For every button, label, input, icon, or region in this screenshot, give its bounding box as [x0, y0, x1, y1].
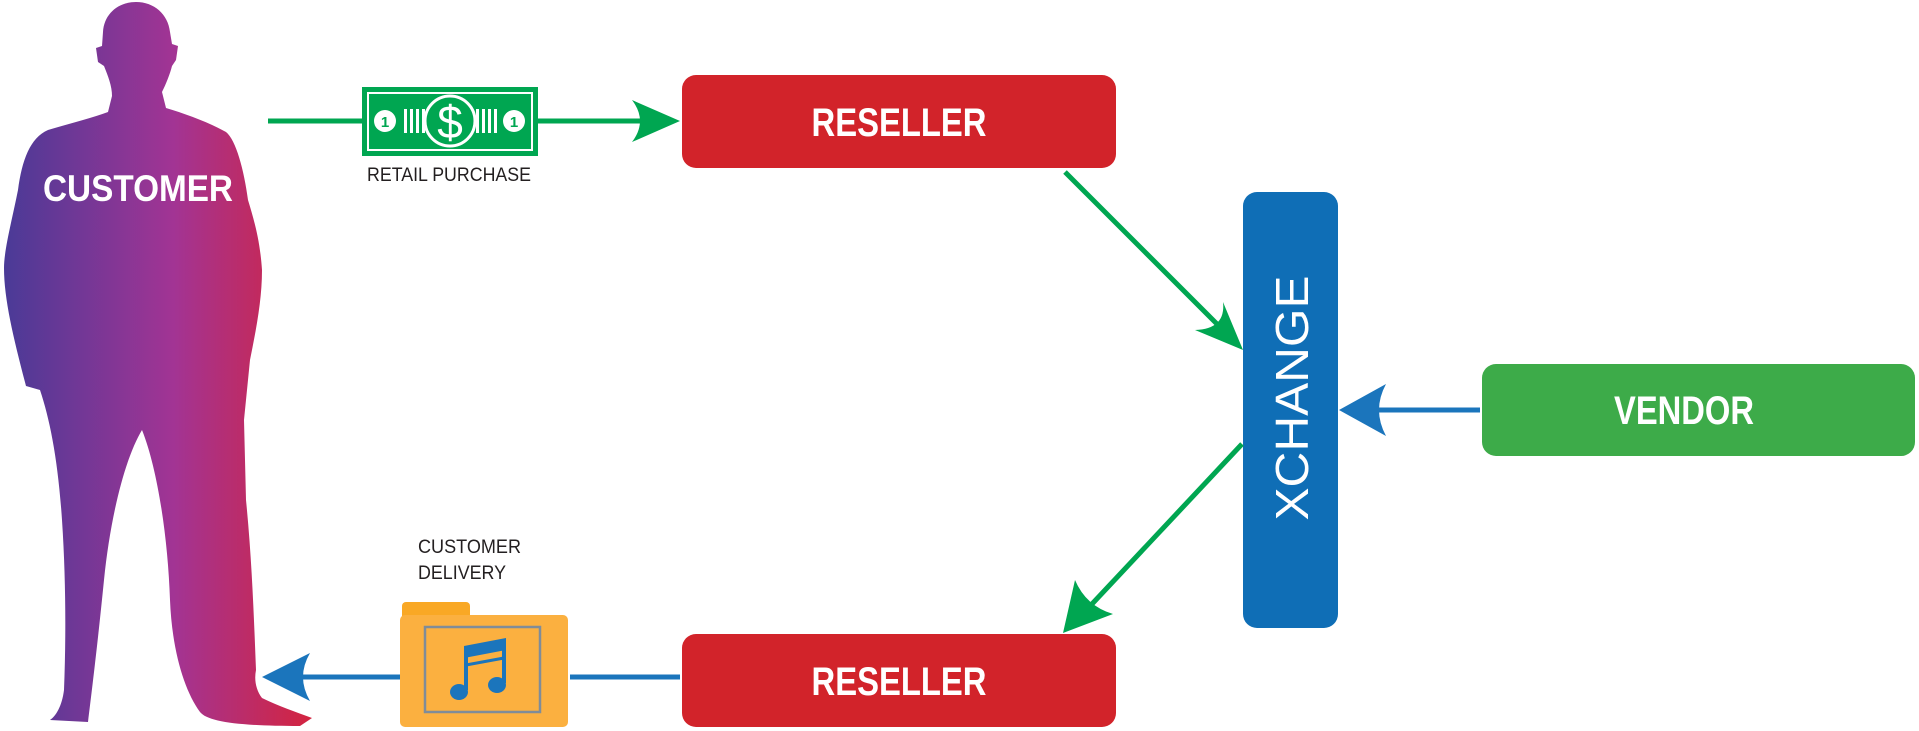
customer-silhouette: [4, 2, 312, 726]
customer-delivery-arrow: [262, 653, 680, 701]
reseller-top-label: RESELLER: [812, 101, 987, 145]
music-folder-icon: [400, 602, 568, 727]
vendor-box: [1482, 364, 1915, 456]
arrowhead-down-right-icon: [1195, 302, 1243, 350]
xchange-label: XCHANGE: [1266, 276, 1318, 521]
customer-node: CUSTOMER: [4, 2, 312, 726]
reseller-to-xchange-arrow: [1063, 170, 1243, 350]
customer-label: CUSTOMER: [43, 168, 233, 209]
music-note-icon: [450, 638, 506, 700]
arrowhead-left-icon: [262, 653, 310, 701]
reseller-bottom-node: RESELLER: [682, 634, 1116, 727]
vendor-label: VENDOR: [1614, 389, 1754, 433]
banknote-dollar-sign: $: [437, 96, 463, 148]
reseller-bottom-box: [682, 634, 1116, 727]
reseller-top-box: [682, 75, 1116, 168]
customer-delivery-caption-line1: CUSTOMER: [418, 537, 521, 558]
banknote-denomination-left: 1: [381, 114, 389, 131]
vendor-to-xchange-arrow: [1339, 384, 1480, 436]
arrowhead-down-left-icon: [1063, 580, 1113, 633]
vendor-node: VENDOR: [1482, 364, 1915, 456]
arrowhead-right-icon: [632, 100, 680, 142]
reseller-bottom-label: RESELLER: [812, 660, 987, 704]
banknote-icon: 1 $ 1: [362, 87, 538, 156]
retail-purchase-arrow: [268, 100, 680, 142]
customer-delivery-caption-line2: DELIVERY: [418, 563, 506, 584]
retail-purchase-caption: RETAIL PURCHASE: [367, 165, 531, 186]
xchange-to-reseller-arrow: [1063, 442, 1244, 633]
banknote-denomination-right: 1: [510, 114, 518, 131]
reseller-top-node: RESELLER: [682, 75, 1116, 168]
xchange-box: [1243, 192, 1338, 628]
xchange-node: XCHANGE: [1243, 192, 1338, 628]
arrowhead-left-icon: [1339, 384, 1386, 436]
